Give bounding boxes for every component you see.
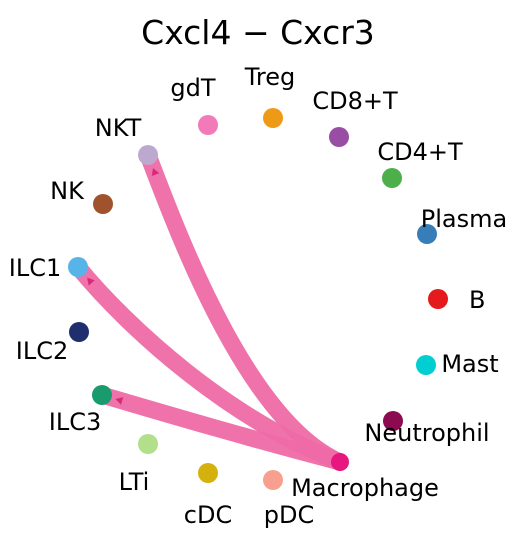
edge-ilc3-to-macrophage [93, 386, 349, 471]
node-treg [263, 108, 283, 128]
edge-arrow-ilc3 [115, 397, 124, 405]
edges-layer [69, 146, 349, 471]
node-label-nkt: NKT [95, 114, 142, 142]
node-label-neutrophil: Neutrophil [364, 419, 489, 447]
node-label-mast: Mast [441, 350, 498, 378]
node-plasma [417, 224, 437, 244]
node-mast [416, 355, 436, 375]
node-ilc1 [68, 257, 88, 277]
node-cdc [198, 463, 218, 483]
edge-arrow-ilc1 [87, 277, 95, 286]
node-gdt [198, 115, 218, 135]
node-cd8t [329, 127, 349, 147]
node-ilc3 [92, 385, 112, 405]
node-label-cd4t: CD4+T [377, 138, 463, 166]
node-label-ilc3: ILC3 [49, 408, 101, 436]
node-label-b: B [469, 286, 485, 314]
node-macrophage [331, 453, 349, 471]
node-label-cd8t: CD8+T [312, 87, 398, 115]
node-lti [138, 434, 158, 454]
node-label-lti: LTi [119, 468, 150, 496]
node-label-nk: NK [50, 177, 85, 205]
node-ilc2 [69, 322, 89, 342]
node-label-pdc: pDC [264, 501, 314, 529]
node-label-ilc1: ILC1 [9, 254, 61, 282]
edge-arrow-nkt [151, 168, 160, 177]
node-label-macrophage: Macrophage [291, 474, 439, 502]
node-label-ilc2: ILC2 [16, 337, 68, 365]
node-nkt [138, 145, 158, 165]
node-label-plasma: Plasma [421, 205, 507, 233]
diagram-title: Cxcl4 − Cxcr3 [141, 13, 375, 52]
node-b [428, 289, 448, 309]
node-cd4t [382, 168, 402, 188]
node-label-gdt: gdT [170, 74, 215, 102]
node-neutrophil [383, 411, 403, 431]
node-label-cdc: cDC [184, 501, 232, 529]
nodes-layer [68, 108, 448, 490]
node-nk [93, 194, 113, 214]
node-pdc [263, 470, 283, 490]
node-label-treg: Treg [244, 63, 295, 91]
